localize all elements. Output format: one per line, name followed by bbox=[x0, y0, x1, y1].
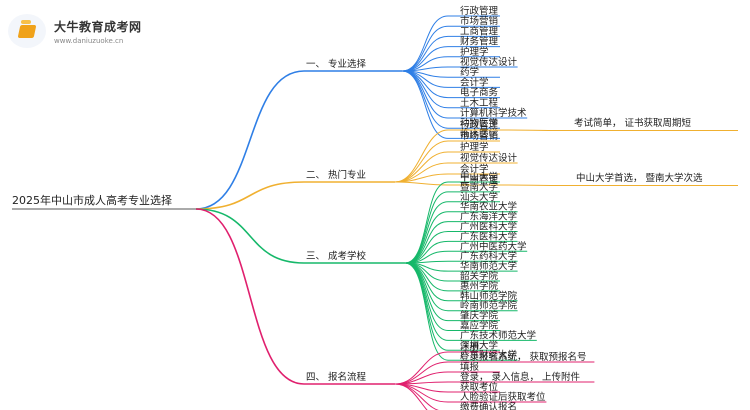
branch-label: 二、 热门专业 bbox=[306, 169, 366, 181]
leaf-node: 会计学 bbox=[460, 76, 489, 88]
leaf-connector bbox=[394, 162, 449, 183]
leaf-node: 会计学 bbox=[460, 163, 489, 175]
root-topic: 2025年中山市成人高考专业选择 bbox=[12, 193, 172, 207]
leaf-node: 护理学 bbox=[460, 141, 489, 153]
logo-url: www.daniuzuoke.cn bbox=[54, 36, 124, 45]
leaf-node: 护理学 bbox=[460, 46, 489, 58]
branch-connector bbox=[195, 208, 305, 264]
leaf-node: 工商管理 bbox=[460, 174, 499, 186]
leaf-node: 深圳大学 bbox=[460, 339, 498, 351]
leaf-node: 韩山师范学院 bbox=[460, 290, 518, 302]
leaf-node: 注册 bbox=[460, 341, 480, 353]
note-connector bbox=[499, 184, 567, 186]
leaf-connector bbox=[404, 240, 449, 264]
leaf-connector bbox=[401, 70, 449, 119]
leaf-node: 中山大学 bbox=[460, 171, 498, 183]
leaf-node: 广东海洋大学 bbox=[460, 211, 517, 223]
leaf-node: 获取考位 bbox=[460, 381, 499, 393]
leaf-node: 韶关学院 bbox=[460, 270, 499, 282]
leaf-connector bbox=[401, 35, 449, 72]
leaf-connector bbox=[394, 383, 428, 410]
logo-mark-icon bbox=[8, 14, 46, 48]
leaf-node: 广州中医药大学 bbox=[460, 240, 527, 252]
site-logo: 大牛教育成考网 www.daniuzuoke.cn bbox=[8, 14, 142, 48]
leaf-node: 暨南大学 bbox=[460, 181, 498, 193]
leaf-connector bbox=[404, 262, 449, 361]
branch-label: 三、 成考学校 bbox=[306, 250, 367, 262]
leaf-node: 华南师范大学 bbox=[460, 260, 517, 272]
leaf-node: 电子商务 bbox=[460, 87, 499, 99]
leaf-node: 行政管理 bbox=[460, 119, 499, 131]
note-text: 中山大学首选， 暨南大学次选 bbox=[576, 172, 703, 184]
leaf-node: 肇庆学院 bbox=[460, 310, 499, 322]
leaf-connector bbox=[394, 351, 449, 385]
leaf-node: 人脸验证后获取考位 bbox=[460, 391, 546, 403]
leaf-node: 动物医学 bbox=[460, 117, 498, 129]
leaf-node: 土木工程 bbox=[460, 97, 499, 109]
leaf-node: 广东药科大学 bbox=[460, 250, 517, 262]
leaf-node: 工商管理 bbox=[460, 25, 499, 37]
leaf-node: 药学 bbox=[460, 66, 479, 78]
leaf-node: 嘉应学院 bbox=[460, 320, 499, 332]
leaf-node: 广州医科大学 bbox=[460, 221, 517, 233]
branch-label: 一、 专业选择 bbox=[306, 58, 367, 70]
leaf-connector bbox=[404, 211, 449, 264]
leaf-connector bbox=[404, 191, 449, 264]
leaf-connector bbox=[401, 15, 449, 72]
note-connector bbox=[499, 129, 565, 131]
leaf-connector bbox=[394, 140, 449, 183]
leaf-node: 缴费确认报名 bbox=[460, 401, 517, 410]
leaf-connector bbox=[404, 262, 449, 331]
leaf-connector bbox=[394, 383, 449, 403]
leaf-node: 行政管理 bbox=[460, 5, 499, 17]
leaf-node: 惠州学院 bbox=[460, 280, 499, 292]
leaf-connector bbox=[394, 361, 449, 385]
logo-title: 大牛教育成考网 bbox=[54, 19, 142, 34]
leaf-connector bbox=[404, 181, 449, 264]
branch-connector bbox=[195, 181, 305, 210]
leaf-node: 财务管理 bbox=[460, 36, 499, 48]
leaf-node: 广东技术师范大学 bbox=[460, 329, 536, 341]
leaf-connector bbox=[394, 181, 449, 186]
leaf-node: 计算机科学技术 bbox=[460, 107, 527, 119]
branch-connector bbox=[195, 208, 305, 385]
leaf-node: 汕头大学 bbox=[460, 191, 498, 203]
leaf-node: 登录报名系统， 获取预报名号 bbox=[460, 351, 587, 363]
leaf-connector bbox=[401, 70, 449, 139]
leaf-node: 市场营销 bbox=[460, 130, 499, 142]
leaf-node: 登录， 录入信息， 上传附件 bbox=[460, 371, 581, 383]
leaf-node: 广东医科大学 bbox=[460, 230, 517, 242]
branch-connector bbox=[195, 70, 305, 210]
leaf-node: 华南农业大学 bbox=[460, 201, 517, 213]
leaf-node: 视觉传达设计 bbox=[460, 152, 518, 164]
leaf-node: 视觉传达设计 bbox=[460, 56, 518, 68]
leaf-node: 填报 bbox=[460, 361, 480, 373]
leaf-node: 岭南师范学院 bbox=[460, 300, 518, 312]
leaf-node: 市场营销 bbox=[460, 15, 499, 27]
note-text: 考试简单， 证书获取周期短 bbox=[574, 117, 692, 129]
branch-label: 四、 报名流程 bbox=[306, 371, 367, 383]
